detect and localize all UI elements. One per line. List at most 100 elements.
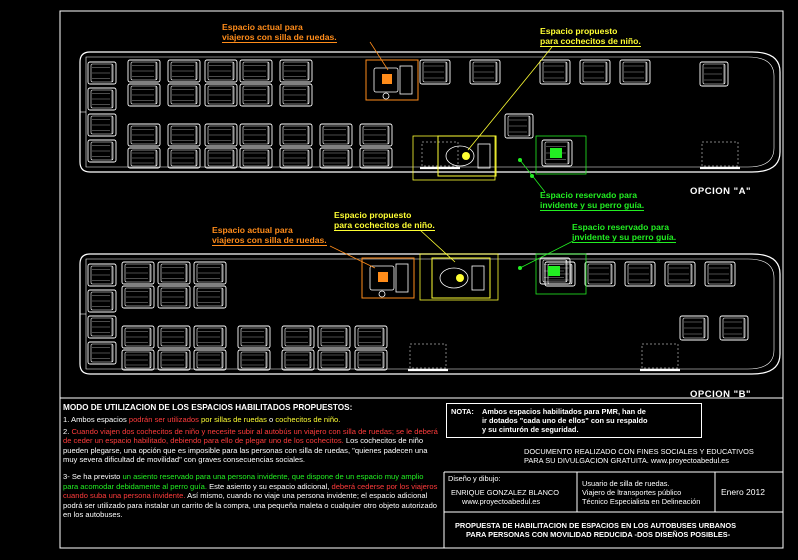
seat-outline <box>193 325 227 349</box>
seat <box>121 285 155 309</box>
seat <box>193 325 227 349</box>
seat-outline <box>419 59 451 85</box>
seat-outline <box>167 59 201 83</box>
seat <box>679 315 709 341</box>
door-swing <box>421 141 459 167</box>
seat <box>317 349 351 371</box>
seat-cushion <box>124 351 152 369</box>
wheelchair-wheel <box>382 92 390 100</box>
nota-box: NOTA: Ambos espacios habilitados para PM… <box>446 403 702 438</box>
door-swing <box>701 141 739 167</box>
seat-outline <box>544 261 576 287</box>
seat <box>354 349 388 371</box>
seat <box>121 325 155 349</box>
seat-cushion <box>242 149 270 167</box>
seat-cushion <box>207 61 235 81</box>
nota-line: y su cinturón de seguridad. <box>482 425 579 434</box>
seat-cushion <box>622 61 648 83</box>
seat-outline <box>87 341 117 365</box>
drawing-title-line: PROPUESTA DE HABILITACION DE ESPACIOS EN… <box>455 521 737 530</box>
seat-cushion <box>242 85 270 105</box>
leader-a-dot <box>518 158 522 162</box>
note-highlight: cochecitos de niño. <box>275 415 341 425</box>
seat-cushion <box>196 287 224 307</box>
wheelchair-occupant <box>382 74 392 84</box>
seat-cushion <box>90 141 114 161</box>
seat-cushion <box>242 125 270 145</box>
seat-outline <box>87 263 117 287</box>
note-text: 1. Ambos espacios <box>63 415 129 425</box>
seat-outline <box>664 261 696 287</box>
seat-outline <box>679 315 709 341</box>
seat <box>157 349 191 371</box>
wheelchair-backrest <box>399 65 413 95</box>
seat <box>127 123 161 147</box>
seat-outline <box>87 139 117 163</box>
seat <box>193 261 227 285</box>
seat <box>239 123 273 147</box>
seat <box>584 261 616 287</box>
seat <box>127 59 161 83</box>
seat-outline <box>157 261 191 285</box>
seat-cushion <box>90 63 114 83</box>
seat <box>281 349 315 371</box>
seat-cushion <box>702 63 726 85</box>
seat-cushion <box>322 149 350 167</box>
note-highlight: un asiento reservado para una persona in… <box>63 472 424 491</box>
note-text: o <box>266 415 276 425</box>
seat-cushion <box>124 263 152 283</box>
seat-cushion <box>90 89 114 109</box>
seat-outline <box>204 147 238 169</box>
seat-outline <box>354 325 388 349</box>
seat-outline <box>239 123 273 147</box>
seat <box>121 349 155 371</box>
seat-outline <box>204 59 238 83</box>
seat <box>279 123 313 147</box>
wheelchair-seat <box>369 265 395 291</box>
seat-outline <box>584 261 616 287</box>
seat <box>279 147 313 169</box>
seat <box>87 289 117 313</box>
seat-outline <box>541 139 573 167</box>
stroller-body <box>445 145 475 167</box>
leader-a-dot <box>530 174 534 178</box>
seat <box>167 59 201 83</box>
seat <box>699 61 729 87</box>
bus-body-inner <box>85 258 775 370</box>
label-line: para cochecitos de niño. <box>540 36 641 47</box>
seat-outline <box>127 59 161 83</box>
author-role: Técnico Especialista en Delineación <box>582 497 701 506</box>
seat-cushion <box>90 115 114 135</box>
seat <box>167 147 201 169</box>
seat-outline <box>193 261 227 285</box>
wheelchair-backrest <box>395 263 409 293</box>
seat-cushion <box>170 125 198 145</box>
note-2: 2. Cuando viajen dos cochecitos de niño … <box>63 427 438 465</box>
seat-outline <box>157 325 191 349</box>
note-text: Este asiento y su espacio adicional, <box>206 481 332 491</box>
seat-cushion <box>282 149 310 167</box>
bus-body-inner <box>85 56 775 168</box>
seat-cushion <box>542 259 568 283</box>
label-line: invidente y su perro guía. <box>572 232 677 243</box>
bus-body-outline <box>79 253 781 375</box>
seat <box>127 147 161 169</box>
leader-b-dot <box>518 266 522 270</box>
stroller-body <box>439 267 469 289</box>
nota-line: ir dotados "cada uno de ellos" con su re… <box>482 416 648 425</box>
seat <box>157 325 191 349</box>
seat-cushion <box>160 351 188 369</box>
seat-outline <box>127 83 161 107</box>
seat-outline <box>281 349 315 371</box>
note-1: 1. Ambos espacios podrán ser utilizados … <box>63 415 438 424</box>
stroller-space-frame <box>431 257 491 299</box>
seat-cushion <box>196 351 224 369</box>
seat-outline <box>127 123 161 147</box>
seat-outline <box>167 123 201 147</box>
seat <box>87 139 117 163</box>
stroller-backrest <box>471 265 485 291</box>
label-line: viajeros con silla de ruedas. <box>212 235 327 246</box>
seat <box>87 87 117 111</box>
seat-outline <box>319 147 353 169</box>
seat <box>541 139 573 167</box>
